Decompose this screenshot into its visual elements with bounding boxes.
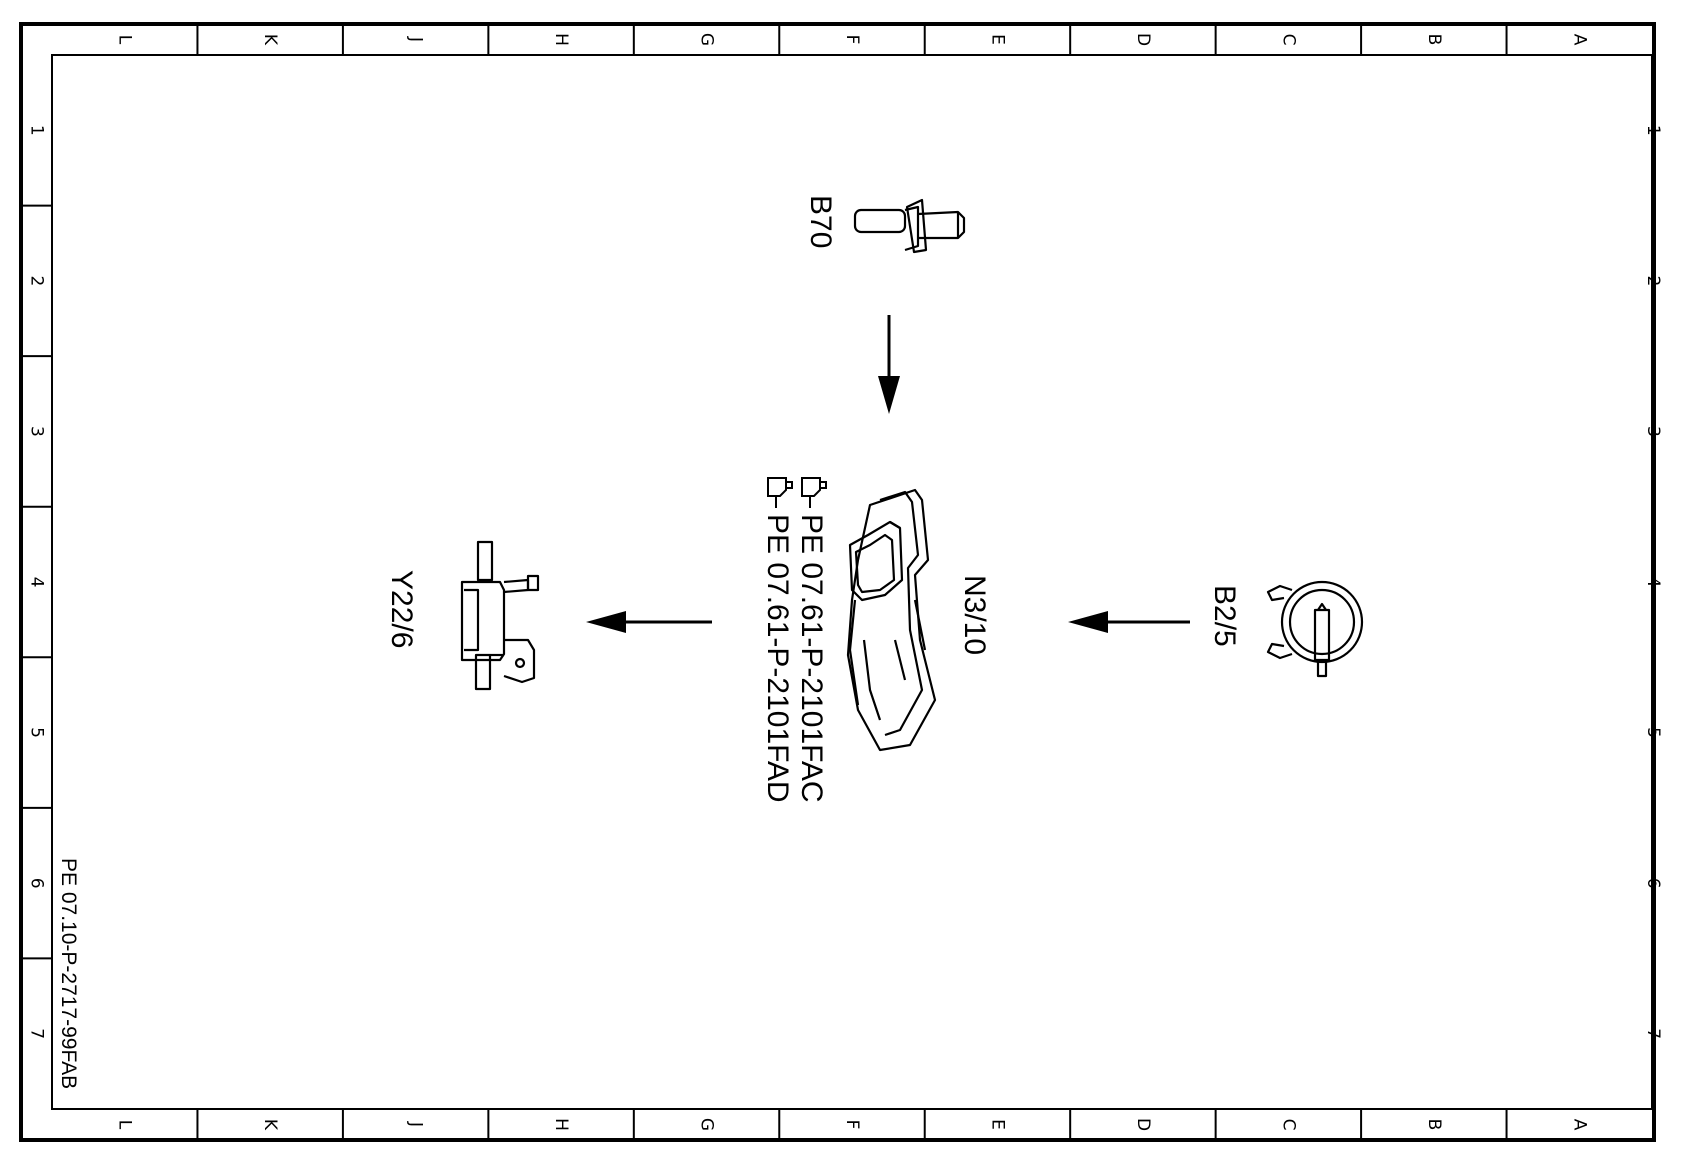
arrow-left-from-b2-5 bbox=[1068, 611, 1190, 633]
zone-row-label: 3 bbox=[27, 426, 47, 437]
zone-column-label: D bbox=[1133, 33, 1153, 46]
arrow-left-to-y22-6 bbox=[586, 611, 712, 633]
zone-column-label: L bbox=[115, 1120, 135, 1130]
reference-item: PE 07.61-P-2101FAC bbox=[795, 477, 828, 803]
zone-column-label: G bbox=[697, 33, 717, 46]
zone-row-label: 4 bbox=[27, 577, 47, 588]
document-number: PE 07.10-P-2717-99FAB bbox=[57, 858, 80, 1089]
zone-column-label: D bbox=[1133, 1118, 1153, 1131]
zone-ticks bbox=[21, 24, 1654, 1140]
zone-column-label: K bbox=[260, 1119, 280, 1131]
pointing-hand-icon bbox=[801, 477, 827, 508]
arrow-down bbox=[878, 315, 900, 414]
b70-sensor-icon bbox=[853, 198, 966, 254]
zone-column-label: B bbox=[1424, 34, 1444, 46]
zone-column-label: E bbox=[987, 1119, 1007, 1130]
zone-row-label: 5 bbox=[27, 727, 47, 738]
zone-column-label: H bbox=[551, 1118, 571, 1131]
zone-column-label: J bbox=[406, 36, 426, 42]
zone-column-label: A bbox=[1569, 1119, 1589, 1131]
zone-column-label: A bbox=[1569, 34, 1589, 46]
zone-column-label: L bbox=[115, 35, 135, 45]
zone-row-label: 1 bbox=[27, 125, 47, 136]
reference-list: PE 07.61-P-2101FAC PE 07.61-P-2101FAD bbox=[761, 477, 828, 803]
inner-frame bbox=[51, 54, 1653, 1110]
b2-5-sensor-icon bbox=[1266, 580, 1364, 678]
b70-label: B70 bbox=[804, 195, 837, 248]
zone-row-label: 4 bbox=[1643, 577, 1663, 588]
zone-row-label: 3 bbox=[1643, 426, 1663, 437]
n3-10-control-unit-icon bbox=[846, 488, 937, 752]
reference-item: PE 07.61-P-2101FAD bbox=[761, 477, 794, 803]
zone-row-label: 5 bbox=[1643, 727, 1663, 738]
zone-row-label: 7 bbox=[27, 1028, 47, 1039]
zone-column-label: F bbox=[842, 35, 862, 45]
reference-text: PE 07.61-P-2101FAC bbox=[795, 514, 828, 803]
zone-column-label: C bbox=[1278, 1119, 1298, 1131]
zone-column-label: K bbox=[260, 34, 280, 46]
zone-column-label: E bbox=[987, 34, 1007, 45]
zone-row-label: 1 bbox=[1643, 125, 1663, 136]
zone-row-label: 2 bbox=[27, 275, 47, 286]
reference-text: PE 07.61-P-2101FAD bbox=[761, 514, 794, 803]
outer-frame bbox=[19, 22, 1656, 1142]
zone-row-label: 7 bbox=[1643, 1028, 1663, 1039]
zone-labels: L L K K J J H H G G F F E E D D C C B B A A 1 1 2 2 3 3 4 4 5 5 6 6 7 7 bbox=[27, 33, 1664, 1131]
zone-row-label: 2 bbox=[1643, 275, 1663, 286]
zone-row-label: 6 bbox=[27, 878, 47, 889]
zone-column-label: J bbox=[406, 1121, 426, 1127]
pointing-hand-icon bbox=[767, 477, 793, 508]
n3-10-label: N3/10 bbox=[958, 575, 991, 655]
zone-column-label: F bbox=[842, 1120, 862, 1130]
b2-5-label: B2/5 bbox=[1208, 585, 1241, 647]
y22-6-valve-icon bbox=[460, 540, 540, 691]
zone-column-label: H bbox=[551, 33, 571, 46]
zone-row-label: 6 bbox=[1643, 878, 1663, 889]
zone-column-label: B bbox=[1424, 1119, 1444, 1131]
y22-6-label: Y22/6 bbox=[385, 570, 418, 648]
zone-column-label: G bbox=[697, 1118, 717, 1131]
zone-column-label: C bbox=[1278, 34, 1298, 46]
